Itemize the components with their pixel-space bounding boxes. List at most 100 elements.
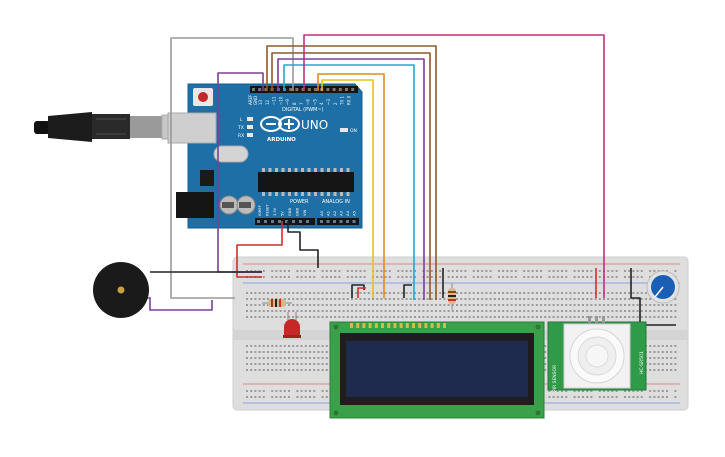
breadboard-hole xyxy=(594,304,597,306)
analog-pin-label: A2 xyxy=(332,210,337,216)
breadboard-hole xyxy=(615,292,618,294)
breadboard-hole xyxy=(372,310,374,312)
breadboard-hole xyxy=(481,276,484,278)
breadboard-hole xyxy=(582,298,584,300)
breadboard-hole xyxy=(388,316,391,318)
breadboard-hole xyxy=(288,390,290,392)
breadboard-hole xyxy=(460,276,463,278)
breadboard-hole xyxy=(296,304,299,306)
breadboard-hole xyxy=(472,298,475,300)
breadboard-hole xyxy=(573,310,576,312)
breadboard-hole xyxy=(405,276,408,278)
breadboard-hole xyxy=(351,276,353,278)
digital-pin-label: ~6 xyxy=(306,99,311,105)
breadboard-hole xyxy=(376,276,379,278)
chip-pin xyxy=(314,168,317,172)
breadboard-hole xyxy=(493,304,496,306)
breadboard-hole xyxy=(451,304,454,306)
crystal xyxy=(213,145,249,163)
breadboard-hole xyxy=(607,270,610,272)
breadboard-hole xyxy=(573,304,576,306)
chip-pin xyxy=(275,168,278,172)
breadboard-hole xyxy=(388,270,391,272)
breadboard-hole xyxy=(573,396,576,398)
breadboard-hole xyxy=(401,292,404,294)
breadboard-hole xyxy=(359,310,362,312)
breadboard-hole xyxy=(582,304,584,306)
breadboard-hole xyxy=(670,304,673,306)
chip-pin xyxy=(346,192,350,196)
breadboard-hole xyxy=(670,351,673,353)
analog-pin-label: A0 xyxy=(319,210,324,216)
breadboard-hole xyxy=(624,292,626,294)
breadboard-hole xyxy=(246,298,248,300)
breadboard-hole xyxy=(296,351,299,353)
arduino-uno-board: UNO ARDUINO L TX RX ON DIGITAL (PWM~) 13… xyxy=(167,83,363,229)
breadboard-hole xyxy=(657,310,660,312)
breadboard-hole xyxy=(250,316,253,318)
breadboard-hole xyxy=(456,316,458,318)
breadboard-hole xyxy=(468,304,471,306)
breadboard-hole xyxy=(267,351,269,353)
breadboard-hole xyxy=(489,316,492,318)
breadboard-hole xyxy=(279,292,282,294)
breadboard-hole xyxy=(418,304,421,306)
lcd-pin xyxy=(430,323,434,328)
wire-red-lcd xyxy=(357,287,366,298)
breadboard-hole xyxy=(296,363,299,365)
breadboard-hole xyxy=(317,345,320,347)
breadboard-hole xyxy=(535,298,538,300)
chip-pin xyxy=(327,168,330,172)
breadboard-hole xyxy=(296,345,299,347)
breadboard-hole xyxy=(342,304,345,306)
breadboard-hole xyxy=(271,345,274,347)
breadboard-hole xyxy=(569,316,572,318)
breadboard-hole xyxy=(292,310,295,312)
wire-black-gnd xyxy=(287,221,319,268)
breadboard-hole xyxy=(603,298,605,300)
breadboard-hole xyxy=(296,390,299,392)
breadboard-hole xyxy=(653,270,656,272)
breadboard-hole xyxy=(304,298,307,300)
breadboard-hole xyxy=(304,357,307,359)
breadboard-hole xyxy=(485,270,488,272)
breadboard-hole xyxy=(393,304,395,306)
analog-pin-label: A3 xyxy=(339,210,344,216)
breadboard-hole xyxy=(439,270,442,272)
wires xyxy=(138,34,676,326)
breadboard-hole xyxy=(556,270,559,272)
breadboard-hole xyxy=(443,304,446,306)
breadboard-hole xyxy=(271,292,274,294)
breadboard-hole xyxy=(363,292,366,294)
breadboard-hole xyxy=(300,292,303,294)
breadboard-hole xyxy=(309,310,311,312)
breadboard-hole xyxy=(561,270,563,272)
reset-button-cap[interactable] xyxy=(198,92,208,102)
breadboard-hole xyxy=(460,316,463,318)
breadboard-hole xyxy=(460,304,463,306)
breadboard-hole xyxy=(527,270,530,272)
breadboard-hole xyxy=(313,298,316,300)
breadboard-hole xyxy=(258,304,261,306)
breadboard-hole xyxy=(535,310,538,312)
breadboard-hole xyxy=(645,298,647,300)
breadboard-hole xyxy=(582,390,584,392)
breadboard-hole xyxy=(376,298,379,300)
breadboard-hole xyxy=(502,310,505,312)
breadboard-hole xyxy=(250,357,253,359)
breadboard-hole xyxy=(523,304,526,306)
header-hole xyxy=(332,88,336,91)
breadboard-hole xyxy=(573,390,576,392)
breadboard-hole xyxy=(523,316,526,318)
breadboard-hole xyxy=(477,276,479,278)
breadboard-hole xyxy=(384,310,387,312)
breadboard-hole xyxy=(464,298,467,300)
breadboard-hole xyxy=(531,292,534,294)
breadboard-hole xyxy=(460,292,463,294)
breadboard-hole xyxy=(586,390,589,392)
breadboard-hole xyxy=(275,292,278,294)
breadboard-hole xyxy=(561,316,563,318)
breadboard-hole xyxy=(430,270,433,272)
lcd-screen xyxy=(346,341,528,397)
breadboard-hole xyxy=(418,298,421,300)
